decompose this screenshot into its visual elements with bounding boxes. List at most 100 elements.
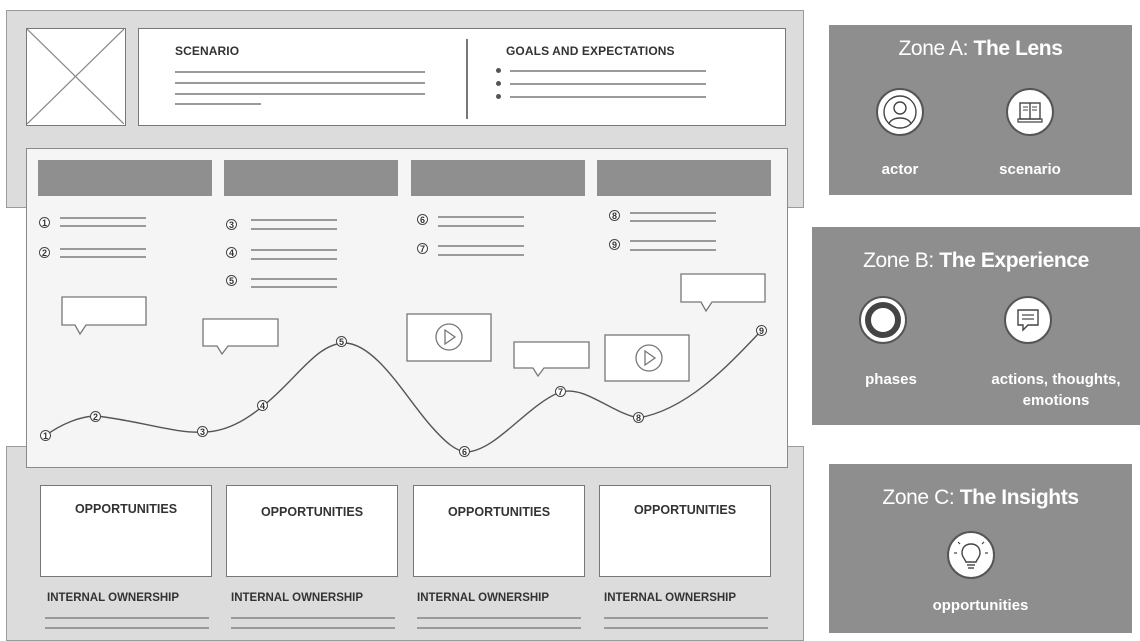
curve-point: 2 — [90, 411, 101, 422]
media-play-icon — [604, 334, 690, 382]
step-number: 7 — [417, 243, 428, 254]
text-line — [60, 256, 146, 258]
panel-divider — [466, 39, 468, 119]
zone-b-card: Zone B: The Experience phases actions, t… — [812, 227, 1140, 425]
scenario-panel: SCENARIO GOALS AND EXPECTATIONS — [138, 28, 786, 126]
curve-point: 7 — [555, 386, 566, 397]
zone-c-label-opportunities: opportunities — [932, 597, 1029, 614]
step-number: 5 — [226, 275, 237, 286]
zone-b-name: The Experience — [939, 249, 1089, 272]
phase-bar-3 — [411, 160, 585, 196]
text-line — [510, 96, 706, 98]
opportunities-box: OPPORTUNITIES — [413, 485, 585, 577]
scenario-heading: SCENARIO — [175, 44, 240, 58]
actor-image-placeholder — [26, 28, 126, 126]
phase-bar-2 — [224, 160, 398, 196]
opportunities-box: OPPORTUNITIES — [599, 485, 771, 577]
zone-a-label-actor: actor — [881, 161, 919, 178]
lightbulb-icon — [947, 531, 995, 579]
callout-bubble — [202, 318, 279, 356]
text-line — [175, 71, 425, 73]
zone-b-label-actions: actions, thoughts, — [991, 371, 1121, 388]
step-number: 3 — [226, 219, 237, 230]
text-line — [45, 627, 209, 629]
zone-b-label-phases: phases — [865, 371, 917, 388]
zone-b-label-emotions: emotions — [1022, 392, 1090, 409]
zone-a-title: Zone A: The Lens — [829, 37, 1132, 61]
curve-point: 8 — [633, 412, 644, 423]
text-line — [630, 220, 716, 222]
opportunities-box: OPPORTUNITIES — [40, 485, 212, 577]
curve-point: 1 — [40, 430, 51, 441]
zone-b-title: Zone B: The Experience — [812, 249, 1140, 273]
step-number: 6 — [417, 214, 428, 225]
opportunities-box: OPPORTUNITIES — [226, 485, 398, 577]
text-line — [604, 627, 768, 629]
zone-a-label-scenario: scenario — [999, 161, 1061, 178]
text-line — [251, 286, 337, 288]
text-line — [251, 219, 337, 221]
curve-point: 5 — [336, 336, 347, 347]
bullet — [496, 68, 501, 73]
text-line — [231, 617, 395, 619]
zone-a-card: Zone A: The Lens actor scenario — [829, 25, 1132, 195]
step-number: 4 — [226, 247, 237, 258]
text-line — [417, 617, 581, 619]
curve-point: 9 — [756, 325, 767, 336]
bullet — [496, 94, 501, 99]
opportunities-heading: OPPORTUNITIES — [260, 505, 364, 519]
ring-icon — [859, 296, 907, 344]
text-line — [417, 627, 581, 629]
text-line — [251, 258, 337, 260]
step-number: 1 — [39, 217, 50, 228]
step-number: 9 — [609, 239, 620, 250]
text-line — [175, 103, 261, 105]
text-line — [438, 216, 524, 218]
callout-bubble — [513, 341, 590, 378]
person-icon — [876, 88, 924, 136]
curve-point: 3 — [197, 426, 208, 437]
callout-bubble — [61, 296, 147, 336]
text-line — [630, 212, 716, 214]
phase-bar-4 — [597, 160, 771, 196]
text-line — [45, 617, 209, 619]
ownership-heading: INTERNAL OWNERSHIP — [604, 592, 737, 604]
zone-c-name: The Insights — [959, 486, 1079, 509]
text-line — [438, 254, 524, 256]
phase-bar-1 — [38, 160, 212, 196]
speech-bubble-icon — [1004, 296, 1052, 344]
curve-point: 6 — [459, 446, 470, 457]
text-line — [630, 249, 716, 251]
text-line — [438, 245, 524, 247]
text-line — [251, 278, 337, 280]
book-icon — [1006, 88, 1054, 136]
ownership-heading: INTERNAL OWNERSHIP — [47, 592, 180, 604]
goals-heading: GOALS AND EXPECTATIONS — [506, 44, 675, 58]
text-line — [630, 240, 716, 242]
text-line — [60, 248, 146, 250]
callout-bubble — [680, 273, 766, 313]
step-number: 8 — [609, 210, 620, 221]
journey-panel — [26, 148, 788, 468]
bullet — [496, 81, 501, 86]
emotion-curve-graphic — [44, 273, 766, 453]
text-line — [60, 225, 146, 227]
text-line — [60, 217, 146, 219]
opportunities-heading: OPPORTUNITIES — [447, 505, 551, 519]
opportunities-heading: OPPORTUNITIES — [74, 502, 178, 516]
media-play-icon — [406, 313, 492, 362]
step-number: 2 — [39, 247, 50, 258]
text-line — [175, 93, 425, 95]
text-line — [510, 70, 706, 72]
text-line — [251, 228, 337, 230]
ownership-heading: INTERNAL OWNERSHIP — [417, 592, 550, 604]
zone-a-prefix: Zone A: — [898, 37, 974, 60]
text-line — [438, 225, 524, 227]
opportunities-heading: OPPORTUNITIES — [633, 503, 737, 517]
zone-b-prefix: Zone B: — [863, 249, 940, 272]
text-line — [231, 627, 395, 629]
zone-c-card: Zone C: The Insights opportunities — [829, 464, 1132, 633]
text-line — [510, 83, 706, 85]
zone-c-prefix: Zone C: — [882, 486, 960, 509]
curve-point: 4 — [257, 400, 268, 411]
